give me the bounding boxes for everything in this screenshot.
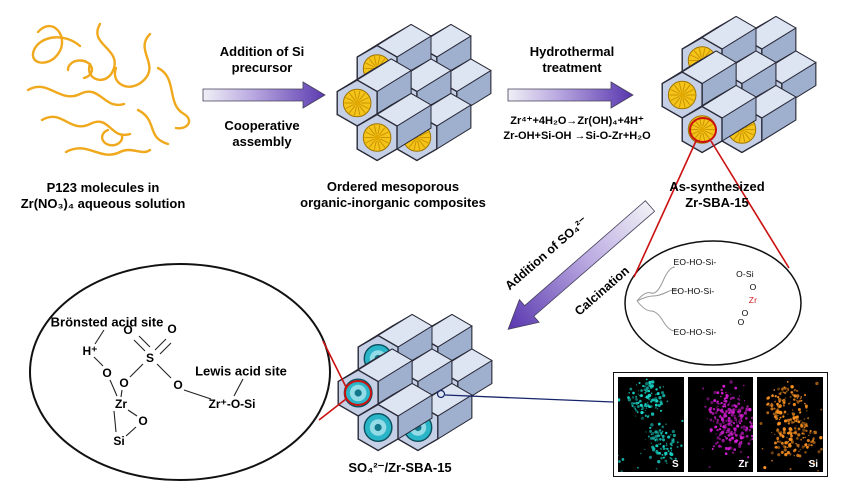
atom-label: Si	[113, 434, 124, 448]
hydrothermal-equations: Zr⁴⁺+4H₂O→Zr(OH)₄+4H⁺ Zr-OH+Si-OH →Si-O-…	[503, 114, 650, 144]
caption-line: organic-inorganic composites	[300, 195, 486, 211]
arrow1-top-label: Addition of Si precursor	[220, 44, 304, 76]
eds-label-s: S	[672, 459, 679, 470]
caption-line: Ordered mesoporous	[300, 179, 486, 195]
hex-bundle-zr-sba15	[652, 3, 832, 163]
caption-line: P123 molecules in	[21, 180, 186, 196]
equation-line: Zr-OH+Si-OH →Si-O-Zr+H₂O	[503, 129, 650, 144]
product-caption: SO₄²⁻/Zr-SBA-15	[348, 460, 451, 476]
eds-label-si: Si	[809, 459, 818, 470]
caption-line: Cooperative	[224, 118, 299, 134]
silica-shell-magnifier-ellipse	[625, 241, 801, 365]
atom-label: O	[167, 322, 176, 336]
addition-so4-label: Addition of SO₄²⁻	[502, 213, 590, 293]
arrow2-top-label: Hydrothermal treatment	[530, 44, 615, 76]
chain-label: EO-HO-Si-	[674, 257, 717, 267]
eds-map-s	[618, 377, 684, 472]
atom-label: O	[173, 378, 182, 392]
chain-label: O	[738, 317, 745, 327]
hex-bundle-composite	[327, 11, 507, 171]
p123-molecules-illustration	[8, 10, 203, 175]
eds-map-si	[757, 377, 823, 472]
arrow-si-precursor	[203, 82, 325, 108]
atom-label: H⁺	[83, 344, 98, 358]
atom-label: Zr⁺-O-Si	[209, 397, 256, 411]
eds-panel-zr: Zr	[688, 377, 754, 472]
caption-line: Zr-SBA-15	[669, 195, 764, 211]
atom-label: O	[102, 366, 111, 380]
caption-line: treatment	[530, 60, 615, 76]
arrow-hydrothermal	[508, 82, 633, 108]
eds-map-box: S Zr Si	[613, 372, 828, 477]
atom-label: O	[119, 376, 128, 390]
caption-line: Addition of Si	[220, 44, 304, 60]
chain-label: O	[750, 282, 757, 292]
caption-line: assembly	[224, 134, 299, 150]
composite-caption: Ordered mesoporous organic-inorganic com…	[300, 179, 486, 211]
atom-label: S	[146, 351, 154, 365]
acid-site-bonds	[94, 330, 243, 436]
chain-label: O-Si	[736, 269, 754, 279]
bronsted-site-label: Brönsted acid site	[51, 315, 164, 330]
caption-line: As-synthesized	[669, 179, 764, 195]
calcination-label: Calcination	[572, 264, 632, 319]
p123-caption: P123 molecules in Zr(NO₃)₄ aqueous solut…	[21, 180, 186, 212]
lewis-site-label: Lewis acid site	[195, 364, 287, 379]
arrow1-bottom-label: Cooperative assembly	[224, 118, 299, 150]
equation-line: Zr⁴⁺+4H₂O→Zr(OH)₄+4H⁺	[503, 114, 650, 129]
chain-label: Zr	[749, 295, 757, 305]
atom-label: O	[138, 414, 147, 428]
eds-label-zr: Zr	[738, 459, 748, 470]
zr-sba15-caption: As-synthesized Zr-SBA-15	[669, 179, 764, 211]
chain-label: EO-HO-Si-	[674, 327, 717, 337]
atom-label: Zr	[115, 397, 127, 411]
chain-label: EO-HO-Si-	[672, 286, 715, 296]
caption-line: SO₄²⁻/Zr-SBA-15	[348, 460, 451, 476]
eds-panel-s: S	[618, 377, 684, 472]
chain-label: O	[742, 308, 749, 318]
eds-panel-si: Si	[757, 377, 823, 472]
eds-map-zr	[688, 377, 754, 472]
silica-chain-squiggles	[637, 267, 679, 331]
caption-line: precursor	[220, 60, 304, 76]
hex-bundle-product	[328, 301, 508, 461]
caption-line: Zr(NO₃)₄ aqueous solution	[21, 196, 186, 212]
caption-line: Hydrothermal	[530, 44, 615, 60]
